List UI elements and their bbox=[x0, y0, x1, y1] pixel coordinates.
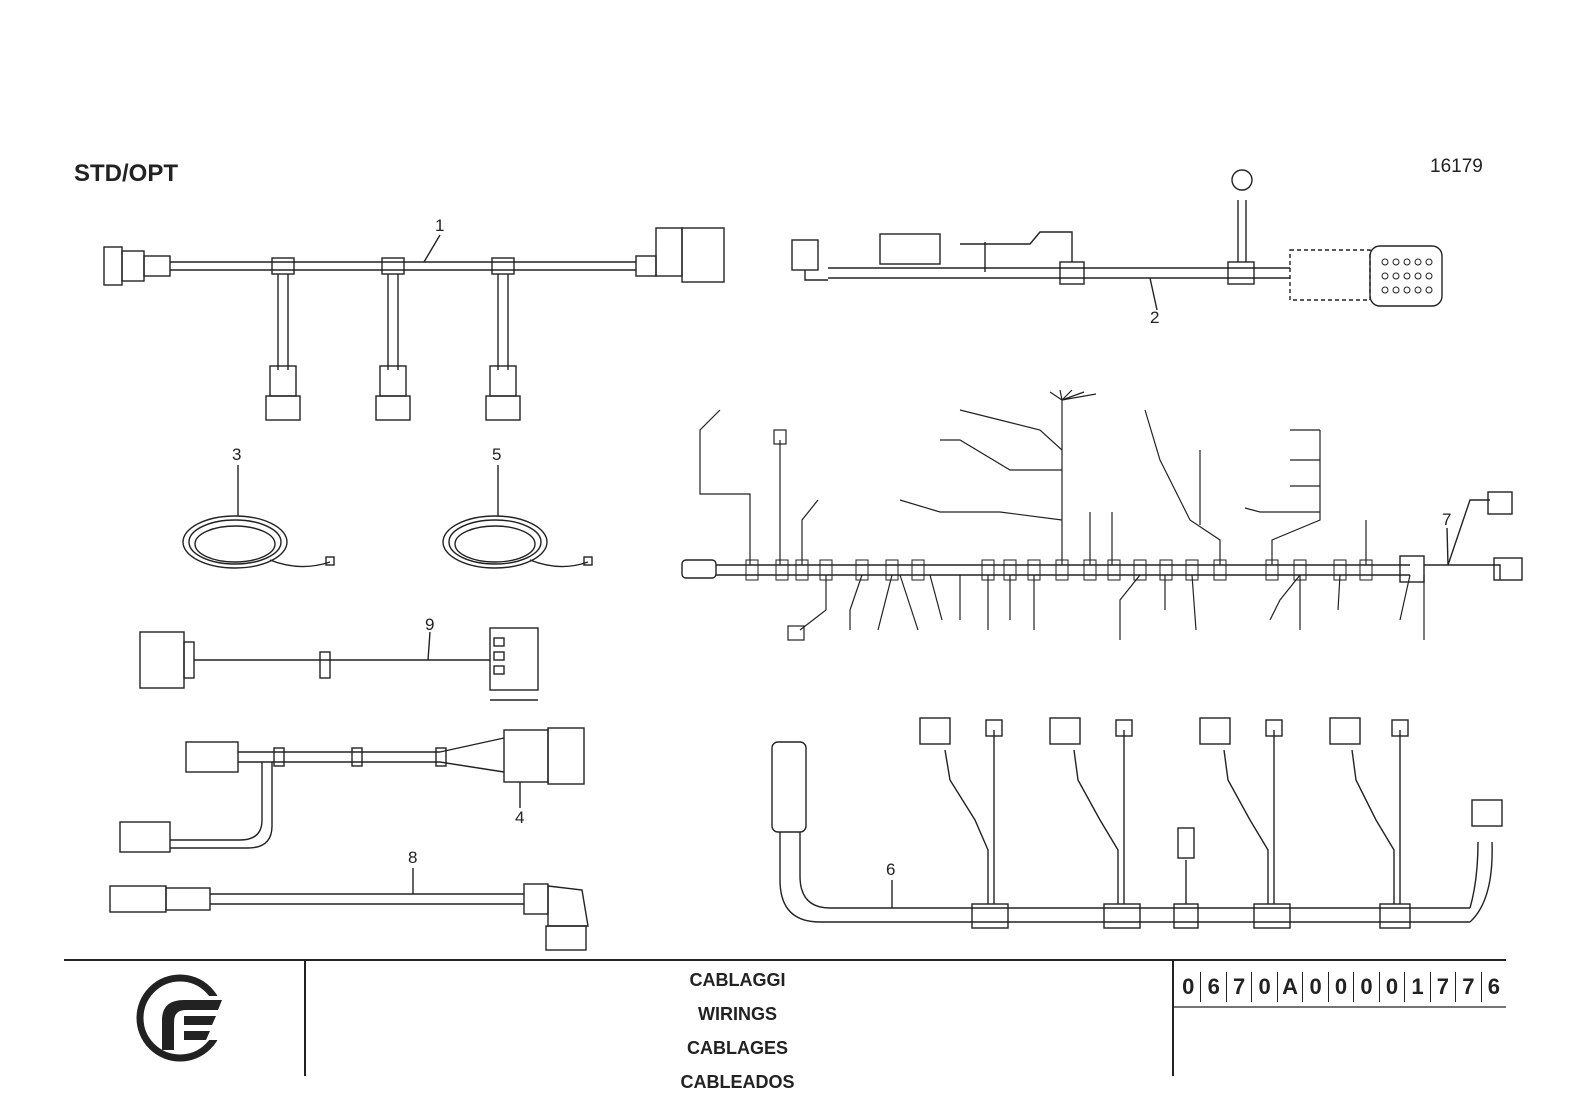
title-spanish: CABLEADOS bbox=[680, 1072, 795, 1092]
doc-digit: 6 bbox=[1480, 972, 1506, 1002]
doc-digit: 0 bbox=[1378, 972, 1404, 1002]
cable-9 bbox=[139, 627, 539, 701]
title-block-frame bbox=[64, 959, 1506, 1076]
callout-8: 8 bbox=[408, 848, 418, 867]
title-french: CABLAGES bbox=[686, 1038, 788, 1058]
callout-7: 7 bbox=[1442, 510, 1452, 529]
doc-digit: 7 bbox=[1455, 972, 1480, 1002]
harness-1 bbox=[103, 227, 725, 421]
doc-digit: 0 bbox=[1353, 972, 1378, 1002]
harness-6 bbox=[771, 717, 1503, 929]
callout-6: 6 bbox=[886, 860, 896, 879]
title-italian: CABLAGGI bbox=[689, 970, 786, 990]
cable-8 bbox=[109, 868, 589, 951]
callout-3: 3 bbox=[232, 445, 242, 464]
doc-digit: 6 bbox=[1200, 972, 1225, 1002]
harness-2 bbox=[791, 169, 1443, 311]
doc-digit: 0 bbox=[1182, 974, 1195, 999]
doc-digit: A bbox=[1276, 972, 1302, 1002]
callout-2: 2 bbox=[1150, 308, 1160, 327]
title-english: WIRINGS bbox=[698, 1004, 777, 1024]
harness-7 bbox=[681, 389, 1523, 641]
doc-digit: 1 bbox=[1404, 972, 1429, 1002]
doc-digit: 7 bbox=[1225, 972, 1251, 1002]
document-number: 0 6 7 0 A 0 0 0 0 1 7 7 6 bbox=[1176, 972, 1506, 1002]
callout-9: 9 bbox=[425, 615, 435, 634]
company-logo bbox=[136, 974, 230, 1062]
callout-1: 1 bbox=[435, 216, 445, 235]
drawing-code: 16179 bbox=[1430, 156, 1483, 177]
doc-digit: 7 bbox=[1429, 972, 1455, 1002]
cable-coil-3 bbox=[182, 465, 335, 569]
callout-5: 5 bbox=[492, 445, 502, 464]
callout-4: 4 bbox=[515, 808, 525, 827]
doc-digit: 0 bbox=[1327, 972, 1353, 1002]
cable-coil-5 bbox=[442, 465, 593, 569]
doc-digit: 0 bbox=[1302, 972, 1327, 1002]
harness-4 bbox=[119, 727, 585, 853]
doc-digit: 0 bbox=[1251, 972, 1276, 1002]
variant-label: STD/OPT bbox=[74, 160, 179, 187]
